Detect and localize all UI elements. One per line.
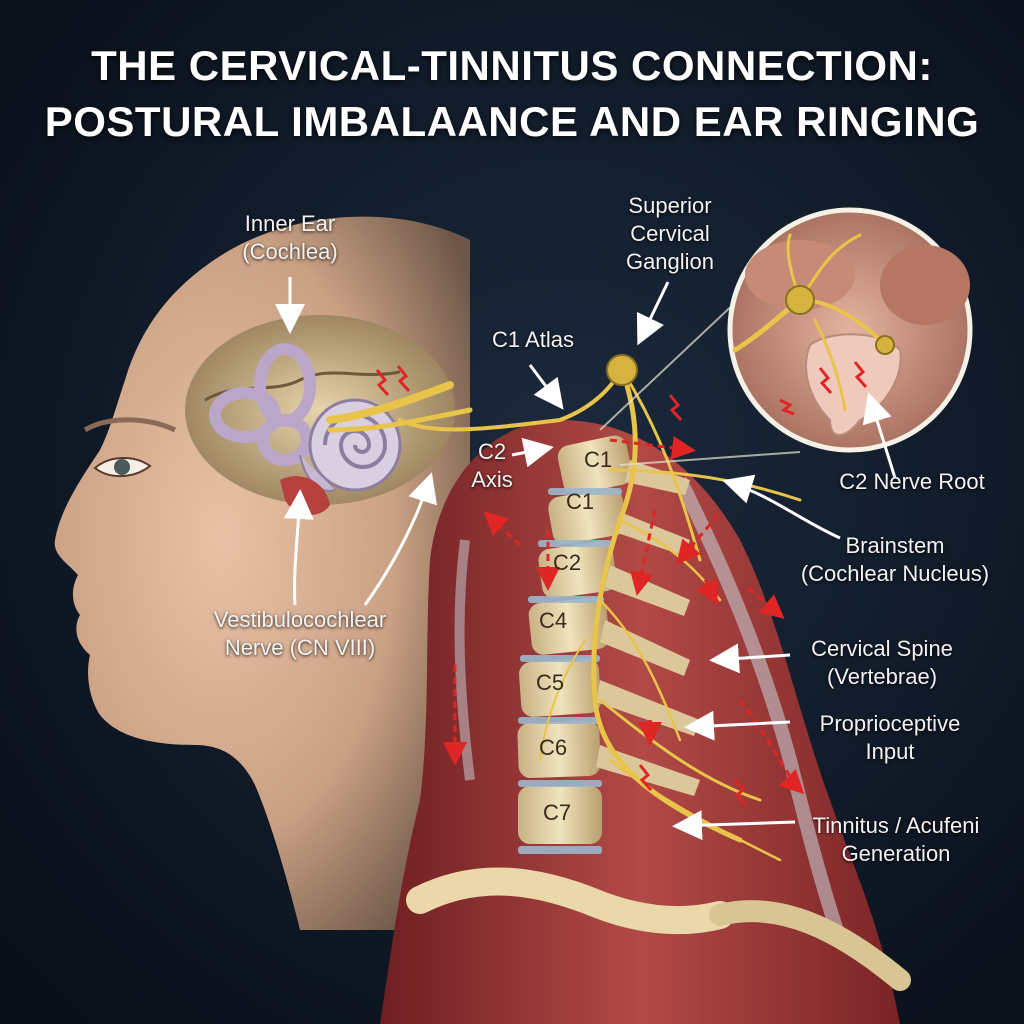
label-ganglion-line-3: Ganglion [625, 249, 715, 274]
label-c2-nerve-root: C2 Nerve Root [839, 469, 985, 494]
vertebra-label-c6: C6 [539, 735, 568, 760]
clavicle [406, 867, 734, 935]
label-c2-axis: C2 Axis [462, 438, 522, 494]
label-proprioceptive-input: Proprioceptive Input [800, 710, 980, 766]
sternocleidomastoid [673, 476, 847, 943]
nerves [326, 367, 802, 862]
label-vestibulocochlear-line-1: Vestibulocochlear [213, 607, 387, 632]
iris [114, 459, 130, 475]
title-line-1: THE CERVICAL-TINNITUS CONNECTION: [91, 42, 933, 89]
label-cervical-spine-line-2: (Vertebrae) [826, 664, 938, 689]
scapula [709, 900, 911, 991]
inset-connector-top [599, 299, 739, 431]
label-vestibulocochlear-nerve: Vestibulocochlear Nerve (CN VIII) [195, 606, 405, 662]
label-ganglion-line-2: Cervical [630, 221, 710, 246]
label-c2-axis-line-2: Axis [471, 467, 513, 492]
superior-cervical-ganglion [606, 354, 638, 386]
label-brainstem: Brainstem (Cochlear Nucleus) [780, 532, 1010, 588]
label-ganglion-line-1: Superior [628, 193, 712, 218]
label-inner-ear-line-2: (Cochlea) [242, 239, 338, 264]
inset-magnified-view [727, 207, 973, 453]
label-proprioceptive-line-1: Proprioceptive [819, 711, 961, 736]
label-brainstem-line-2: (Cochlear Nucleus) [800, 561, 990, 586]
eyebrow [83, 417, 177, 433]
label-proprioceptive-line-2: Input [865, 739, 915, 764]
vertebra-label-c1-lower: C1 [566, 489, 595, 514]
vertebra-label-c2: C2 [553, 550, 582, 575]
label-cervical-spine-line-1: Cervical Spine [811, 636, 953, 661]
signal-arrows [443, 435, 805, 795]
label-tinnitus-line-2: Generation [841, 841, 951, 866]
head-silhouette [54, 216, 471, 931]
label-tinnitus-line-1: Tinnitus / Acufeni [812, 813, 980, 838]
vertebra-label-c1-upper: C1 [584, 447, 613, 472]
vertebra-label-c4: C4 [539, 608, 568, 633]
vertebra-label-c5: C5 [536, 670, 565, 695]
label-inner-ear: Inner Ear (Cochlea) [225, 210, 355, 266]
label-inner-ear-line-1: Inner Ear [244, 211, 336, 236]
label-c2-axis-line-1: C2 [477, 439, 507, 464]
irritation-sparks [375, 365, 748, 807]
label-vestibulocochlear-line-2: Nerve (CN VIII) [224, 635, 376, 660]
label-cervical-spine: Cervical Spine (Vertebrae) [792, 635, 972, 691]
inset-connector-bottom [619, 451, 801, 466]
label-arrows [275, 277, 897, 841]
vertebra-label-c7: C7 [543, 800, 572, 825]
semicircular-canals [209, 343, 316, 466]
label-c1-atlas: C1 Atlas [492, 327, 574, 352]
label-superior-cervical-ganglion: Superior Cervical Ganglion [610, 192, 730, 276]
label-brainstem-line-1: Brainstem [845, 533, 945, 558]
title-line-2: POSTURAL IMBALAANCE AND EAR RINGING [44, 98, 980, 145]
label-tinnitus-generation: Tinnitus / Acufeni Generation [796, 812, 996, 868]
